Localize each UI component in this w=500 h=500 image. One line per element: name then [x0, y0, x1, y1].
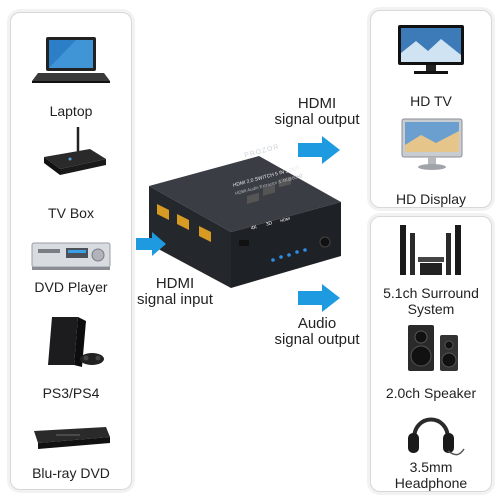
- caption-hdmi-input: HDMI signal input: [137, 275, 213, 308]
- caption-hdmi-output: HDMI signal output: [274, 95, 360, 128]
- audio-devices-panel: 5.1ch Surround System 2.0ch Speaker 3.5m…: [370, 216, 492, 492]
- display-label: HD Display: [395, 191, 466, 207]
- arrow-audio-output: [298, 284, 340, 312]
- audio-label-line: 5.1ch Surround System: [383, 285, 479, 317]
- display-label: HD TV: [410, 93, 452, 109]
- surround-speakers-icon: [400, 225, 461, 275]
- audio-label: 5.1ch Surround System: [371, 285, 491, 317]
- monitor-icon: [401, 118, 463, 170]
- source-label: DVD Player: [34, 279, 108, 295]
- source-label: TV Box: [48, 205, 94, 221]
- audio-label: 2.0ch Speaker: [385, 385, 477, 401]
- audio-label: 3.5mm Headphone: [394, 459, 468, 491]
- source-label: Blu-ray DVD: [32, 465, 110, 481]
- headphone-icon: [408, 417, 465, 456]
- laptop-icon: [32, 37, 110, 83]
- caption-audio-output: Audio signal output: [274, 315, 360, 348]
- tv-box-icon: [44, 127, 106, 175]
- display-devices-panel: HD TV HD Display: [370, 10, 492, 208]
- bluray-player-icon: [34, 427, 110, 449]
- dvd-player-icon: [31, 242, 111, 270]
- game-console-icon: [48, 317, 104, 367]
- source-devices-panel: Laptop TV Box DVD Player: [10, 12, 132, 490]
- arrow-hdmi-input: [136, 232, 166, 256]
- arrow-hdmi-output: [298, 136, 340, 164]
- stereo-speakers-icon: [408, 325, 458, 371]
- source-label: PS3/PS4: [42, 385, 100, 401]
- hdmi-switch-device: [149, 156, 341, 288]
- tv-icon: [398, 25, 464, 74]
- source-label: Laptop: [49, 103, 93, 119]
